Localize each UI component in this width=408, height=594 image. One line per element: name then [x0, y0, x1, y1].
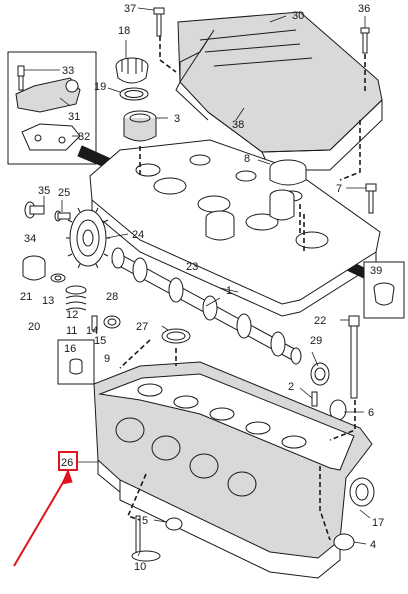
- label-32: 32: [78, 131, 90, 143]
- camshaft-carrier: [89, 139, 381, 317]
- label-5: 5: [142, 515, 148, 527]
- label-27: 27: [136, 321, 148, 333]
- label-35: 35: [38, 185, 50, 197]
- label-26: 26: [61, 457, 73, 469]
- camshaft-gear: [66, 207, 110, 269]
- tappet-21: [22, 255, 46, 281]
- label-29: 29: [310, 335, 322, 347]
- seal-5: [165, 517, 183, 531]
- label-33: 33: [62, 65, 74, 77]
- leader-lines: [24, 7, 371, 557]
- cylinder-head: [93, 361, 373, 579]
- label-14: 14: [86, 325, 98, 337]
- label-19: 19: [94, 81, 106, 93]
- seal-3: [123, 110, 157, 142]
- plug-4: [333, 533, 355, 551]
- valve-spring-12: [65, 285, 87, 311]
- label-18: 18: [118, 25, 130, 37]
- label-36: 36: [358, 3, 370, 15]
- label-30: 30: [292, 10, 304, 22]
- part-labels: 37 30 36 18 19 3 33 31 32 38 8 7 35 25 3…: [20, 3, 384, 573]
- inset-box-solenoid: [7, 51, 97, 165]
- label-7: 7: [336, 183, 342, 195]
- label-39: 39: [370, 265, 382, 277]
- gasket-19: [119, 87, 149, 101]
- label-11: 11: [66, 325, 77, 337]
- label-21: 21: [20, 291, 32, 303]
- plug-8: [269, 159, 307, 186]
- shim-13: [50, 273, 66, 283]
- label-10: 10: [134, 561, 146, 573]
- highlight-26: [13, 451, 78, 567]
- plug-17: [349, 477, 375, 507]
- label-3: 3: [174, 113, 180, 125]
- bolt-37: [153, 7, 165, 37]
- label-15: 15: [94, 335, 106, 347]
- label-13: 13: [42, 295, 54, 307]
- seal-14: [91, 315, 121, 331]
- inset-box-16: [57, 339, 95, 385]
- label-31: 31: [68, 111, 80, 123]
- label-9: 9: [104, 353, 110, 365]
- label-38: 38: [232, 119, 244, 131]
- bolt-36: [360, 27, 370, 54]
- camshaft: [111, 247, 302, 365]
- label-2: 2: [288, 381, 294, 393]
- label-23: 23: [186, 261, 198, 273]
- seal-plug-center: [205, 189, 295, 241]
- valve-cover: [175, 11, 383, 171]
- label-25: 25: [58, 187, 70, 199]
- label-37: 37: [124, 3, 136, 15]
- label-4: 4: [370, 539, 376, 551]
- oil-filler-cap: [115, 57, 149, 84]
- label-1: 1: [226, 285, 232, 297]
- inset-box-grommet: [363, 261, 405, 319]
- label-34: 34: [24, 233, 36, 245]
- label-22: 22: [314, 315, 326, 327]
- label-24: 24: [132, 229, 144, 241]
- dowel-2: [311, 391, 318, 407]
- washers-34-35: [24, 201, 71, 222]
- label-28: 28: [106, 291, 118, 303]
- label-17: 17: [372, 517, 384, 529]
- label-12: 12: [66, 309, 78, 321]
- assembly-lines: [119, 36, 366, 541]
- label-16: 16: [64, 343, 76, 355]
- seal-29: [310, 362, 330, 386]
- bolt-7: [365, 183, 377, 214]
- label-6: 6: [368, 407, 374, 419]
- label-8: 8: [244, 153, 250, 165]
- bolt-22: [348, 315, 360, 399]
- label-20: 20: [28, 321, 40, 333]
- seal-27: [161, 328, 191, 344]
